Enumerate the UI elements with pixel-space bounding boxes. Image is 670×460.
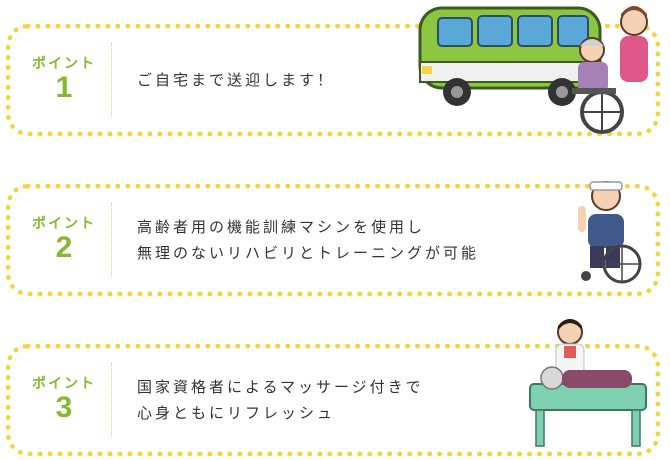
description-line: 心身ともにリフレッシュ bbox=[137, 404, 336, 422]
description-line: 高齢者用の機能訓練マシンを使用し bbox=[137, 218, 426, 236]
massage-icon bbox=[529, 319, 647, 447]
point-label-block: ポイント 3 bbox=[19, 349, 109, 451]
divider bbox=[111, 43, 112, 117]
divider bbox=[111, 203, 112, 277]
point-number: 1 bbox=[55, 71, 73, 104]
point-label: ポイント bbox=[32, 216, 96, 232]
description-line: 無理のないリハビリとトレーニングが可能 bbox=[137, 244, 480, 262]
point-card-2: ポイント 2 高齢者用の機能訓練マシンを使用し 無理のないリハビリとトレーニング… bbox=[6, 184, 660, 296]
point-number: 2 bbox=[55, 231, 73, 264]
description-line: ご自宅まで送迎します！ bbox=[137, 71, 336, 89]
wheelchair-rehab-icon bbox=[578, 181, 642, 284]
divider bbox=[111, 363, 112, 437]
point-label-block: ポイント 1 bbox=[19, 29, 109, 131]
point-number: 3 bbox=[55, 391, 73, 424]
bus-and-wheelchair-icon bbox=[418, 6, 648, 134]
point-label-block: ポイント 2 bbox=[19, 189, 109, 291]
point-label: ポイント bbox=[32, 376, 96, 392]
description-line: 国家資格者によるマッサージ付きで bbox=[137, 378, 424, 396]
point-description: 国家資格者によるマッサージ付きで 心身ともにリフレッシュ bbox=[137, 349, 424, 451]
point-description: 高齢者用の機能訓練マシンを使用し 無理のないリハビリとトレーニングが可能 bbox=[137, 189, 479, 291]
point-label: ポイント bbox=[32, 56, 96, 72]
point-description: ご自宅まで送迎します！ bbox=[137, 29, 335, 131]
